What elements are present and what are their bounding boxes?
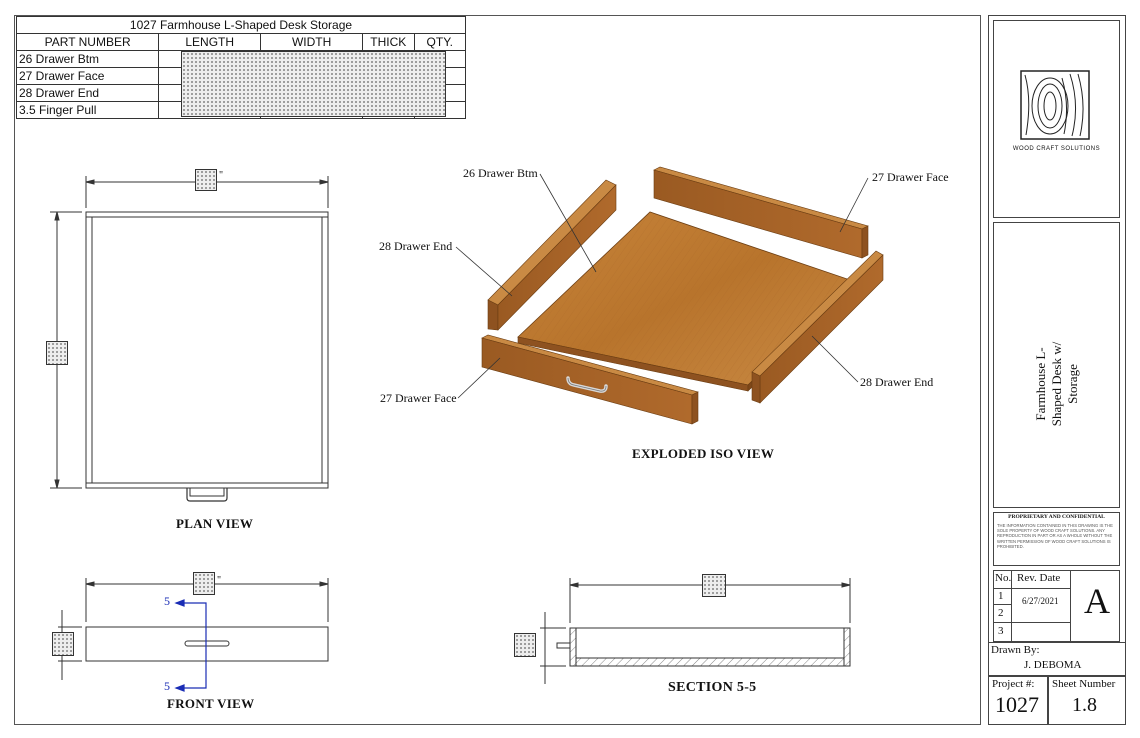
rev-row-divider xyxy=(993,588,1070,589)
proprietary-title: PROPRIETARY AND CONFIDENTIAL xyxy=(1008,514,1105,520)
part-name: 3.5 Finger Pull xyxy=(15,101,160,119)
section-mark-bottom: 5 xyxy=(164,679,170,693)
rev-date: 6/27/2021 xyxy=(1022,596,1059,606)
plan-length-dimension xyxy=(46,341,68,365)
header-part-number: PART NUMBER xyxy=(15,33,160,51)
callout-drawer-face-front: 27 Drawer Face xyxy=(380,391,457,405)
sheet-label: Sheet Number xyxy=(1052,678,1116,690)
section-view-drawing xyxy=(540,578,851,684)
revision-table xyxy=(993,570,1120,642)
front-view-label: FRONT VIEW xyxy=(167,696,255,711)
callout-drawer-end-right: 28 Drawer End xyxy=(860,375,934,389)
project-number: 1027 xyxy=(995,692,1039,717)
rev-row-2: 2 xyxy=(998,607,1004,619)
drawing-frame xyxy=(14,15,981,725)
rev-row-divider xyxy=(993,604,1011,605)
proprietary-text: THE INFORMATION CONTAINED IN THIS DRAWIN… xyxy=(997,523,1113,549)
callout-drawer-end-left: 28 Drawer End xyxy=(379,239,453,253)
section-cut-line xyxy=(174,599,207,692)
section-mark-top: 5 xyxy=(164,594,170,608)
company-name: WOOD CRAFT SOLUTIONS xyxy=(1012,146,1101,152)
section-view-label: SECTION 5-5 xyxy=(668,680,757,695)
front-height-dimension xyxy=(52,632,74,656)
project-label: Project #: xyxy=(992,678,1035,690)
project-name-panel xyxy=(993,222,1120,508)
inch-mark: " xyxy=(219,170,224,181)
sheet-number: 1.8 xyxy=(1072,694,1097,716)
rev-row-1: 1 xyxy=(998,590,1004,602)
inch-mark: " xyxy=(217,575,222,586)
callout-drawer-btm: 26 Drawer Btm xyxy=(463,166,538,180)
rev-col-divider xyxy=(1011,570,1012,642)
rev-col-divider xyxy=(1070,570,1071,642)
plan-width-dimension xyxy=(195,169,217,191)
project-number-panel xyxy=(988,676,1048,725)
rev-row-3: 3 xyxy=(998,625,1004,637)
revision-letter: A xyxy=(1084,581,1110,621)
rev-no-label: No. xyxy=(995,572,1012,584)
proprietary-panel xyxy=(993,512,1120,566)
redacted-dimensions xyxy=(181,51,446,117)
rev-date-label: Rev. Date xyxy=(1017,572,1061,584)
exploded-view-label: EXPLODED ISO VIEW xyxy=(632,446,775,461)
drawn-by-label: Drawn By: xyxy=(991,644,1040,656)
callout-drawer-face-top: 27 Drawer Face xyxy=(872,170,949,184)
project-name: Farmhouse L-Shaped Desk w/ Storage xyxy=(1033,341,1080,427)
section-width-dimension xyxy=(702,574,726,597)
plan-view-drawing xyxy=(50,176,329,502)
front-width-dimension xyxy=(193,572,215,595)
section-height-dimension xyxy=(514,633,536,657)
logo-panel xyxy=(993,20,1120,218)
plan-view-label: PLAN VIEW xyxy=(176,516,254,531)
rev-row-divider xyxy=(993,622,1070,623)
wood-grain-logo-icon xyxy=(1020,70,1090,140)
exploded-iso-drawing xyxy=(455,166,884,425)
header-thick: THICK xyxy=(362,33,415,51)
drawn-by: J. DEBOMA xyxy=(1024,659,1082,671)
drawn-by-panel xyxy=(988,642,1126,676)
header-qty: QTY. xyxy=(413,33,467,51)
sheet-number-panel xyxy=(1048,676,1126,725)
